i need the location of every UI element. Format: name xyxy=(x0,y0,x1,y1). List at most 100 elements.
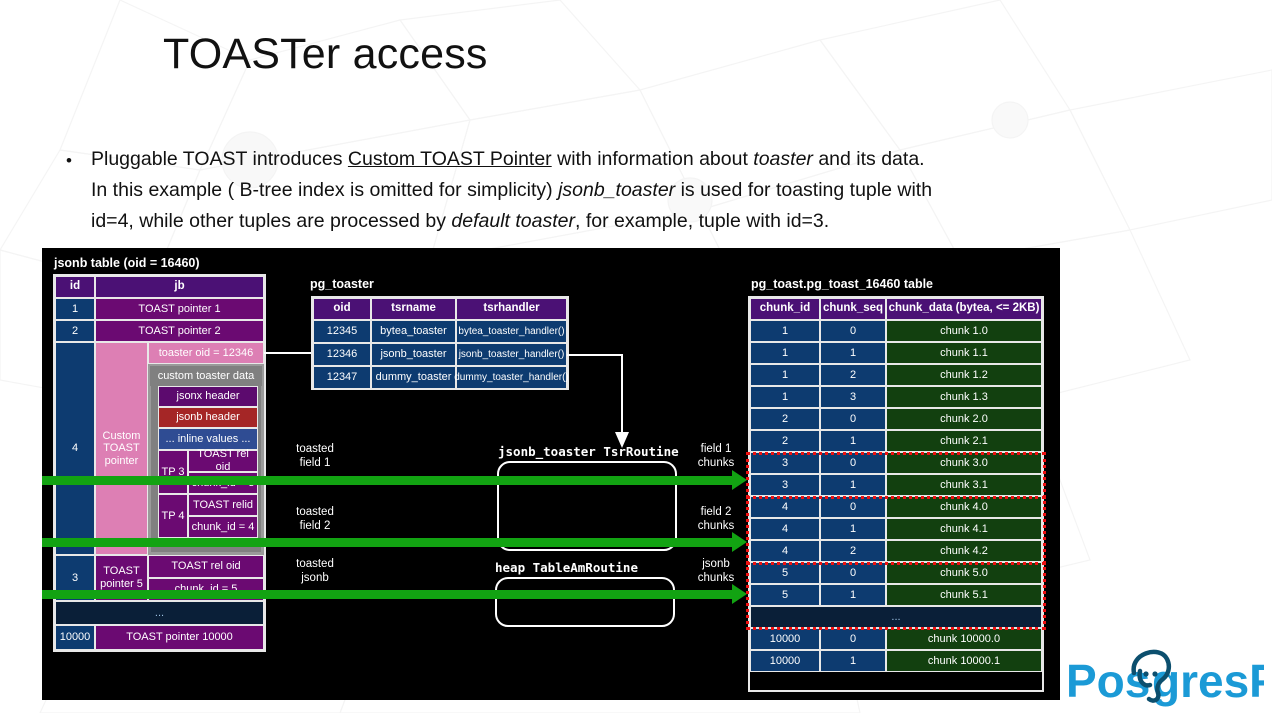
caption-jsonb-table: jsonb table (oid = 16460) xyxy=(54,256,200,270)
bullet-line1-part-b: with information about xyxy=(551,148,754,170)
pg-toast-r0-c1: 0 xyxy=(820,320,886,342)
jsonb-ellipsis-row: ... xyxy=(55,601,264,625)
caption-pg-toaster: pg_toaster xyxy=(310,277,374,291)
diagram-panel: jsonb table (oid = 16460) pg_toaster pg_… xyxy=(42,248,1060,700)
tp4-label: TP 4 xyxy=(158,494,188,538)
pg-toaster-r2-tsrname: dummy_toaster xyxy=(371,366,456,389)
pg-toast-r3-c1: 3 xyxy=(820,386,886,408)
pg-toast-r1-c0: 1 xyxy=(750,342,820,364)
bullet-line3-part-b: , for example, tuple with id=3. xyxy=(575,210,830,232)
bullet-marker: • xyxy=(66,151,72,170)
jsonb-row4-toaster-oid: toaster oid = 12346 xyxy=(148,342,264,364)
pg-toaster-r0-tsrname: bytea_toaster xyxy=(371,320,456,343)
postgrespro-logo: Pos gresPro xyxy=(1066,649,1264,707)
pg-toaster-r1-tsrhandler: jsonb_toaster_handler() xyxy=(456,343,567,366)
pg-toast-tail0-c2: chunk 10000.0 xyxy=(886,628,1042,650)
jsonb-row1-id: 1 xyxy=(55,298,95,320)
highlight-chunks-3-4-5 xyxy=(746,452,1046,630)
elephant-icon xyxy=(1131,649,1172,703)
green-arrow-jsonb-tip xyxy=(732,584,747,604)
pg-toast-r3-c2: chunk 1.3 xyxy=(886,386,1042,408)
pg-toast-r5-c2: chunk 2.1 xyxy=(886,430,1042,452)
tp3-label: TP 3 xyxy=(158,450,188,494)
pg-toast-r2-c2: chunk 1.2 xyxy=(886,364,1042,386)
bullet-paragraph: • Pluggable TOAST introduces Custom TOAS… xyxy=(60,144,1220,237)
pg-toast-r0-c2: chunk 1.0 xyxy=(886,320,1042,342)
pg-toast-tail0-c1: 0 xyxy=(820,628,886,650)
inline-values-cell: ... inline values ... xyxy=(158,428,258,450)
pg-toaster-r1-tsrname: jsonb_toaster xyxy=(371,343,456,366)
bullet-line1-part-a: Pluggable TOAST introduces xyxy=(91,148,348,170)
pg-toast-r4-c2: chunk 2.0 xyxy=(886,408,1042,430)
jsonb-row10000-id: 10000 xyxy=(55,625,95,650)
pg-toaster-r2-tsrhandler: dummy_toaster_handler() xyxy=(454,366,569,389)
logo-text-a: Pos xyxy=(1066,655,1150,707)
field2-chunks-label: field 2 chunks xyxy=(697,506,735,532)
elephant-eye-icon xyxy=(1143,671,1149,677)
pg-toast-r4-c0: 2 xyxy=(750,408,820,430)
caption-pg-toast: pg_toast.pg_toast_16460 table xyxy=(751,277,934,291)
pg-toast-tail1-c2: chunk 10000.1 xyxy=(886,650,1042,672)
pg-toaster-header-tsrhandler: tsrhandler xyxy=(456,298,567,320)
pg-toast-r5-c1: 1 xyxy=(820,430,886,452)
green-arrow-jsonb xyxy=(42,590,732,599)
field1-chunks-label: field 1 chunks xyxy=(697,443,735,469)
jsonb-chunks-label: jsonb chunks xyxy=(697,558,735,584)
pg-toast-tail1-c0: 10000 xyxy=(750,650,820,672)
bullet-line2-part-a: In this example ( B-tree index is omitte… xyxy=(91,179,559,201)
heap-tableamroutine-box[interactable] xyxy=(495,577,675,627)
bullet-line2-part-b: is used for toasting tuple with xyxy=(675,179,933,201)
jsonb-header-jb: jb xyxy=(95,276,264,298)
pg-toast-r1-c2: chunk 1.1 xyxy=(886,342,1042,364)
pg-toast-r2-c1: 2 xyxy=(820,364,886,386)
highlight-divider-3-4 xyxy=(746,496,1046,499)
jsonb-row10000-jb: TOAST pointer 10000 xyxy=(95,625,264,650)
pg-toaster-r0-tsrhandler: bytea_toaster_handler() xyxy=(456,320,567,343)
bullet-line1-italic: toaster xyxy=(753,148,813,170)
pg-toast-r0-c0: 1 xyxy=(750,320,820,342)
pg-toast-r5-c0: 2 xyxy=(750,430,820,452)
custom-toast-pointer-link[interactable]: Custom TOAST Pointer xyxy=(347,148,552,170)
jsonb-header-id: id xyxy=(55,276,95,298)
heap-tableamroutine-label: heap TableAmRoutine xyxy=(495,560,638,575)
toasted-field2-label: toasted field 2 xyxy=(296,506,334,532)
elephant-eye2-icon xyxy=(1152,671,1158,677)
pg-toaster-r2-oid: 12347 xyxy=(313,366,371,389)
tp4-rel-oid: TOAST relid xyxy=(188,494,258,516)
jsonb-row4-custom-toast-pointer-label: Custom TOAST pointer xyxy=(95,342,148,555)
pg-toast-header-chunk-seq: chunk_seq xyxy=(820,298,886,320)
custom-toaster-data-label: custom toaster data xyxy=(150,366,262,386)
pg-toaster-r0-oid: 12345 xyxy=(313,320,371,343)
bullet-line2-italic: jsonb_toaster xyxy=(558,179,676,201)
tp3-rel-oid: TOAST rel oid xyxy=(188,448,258,473)
green-arrow-field2-tip xyxy=(732,532,747,552)
jsonb-row2-jb: TOAST pointer 2 xyxy=(95,320,264,342)
pg-toast-r3-c0: 1 xyxy=(750,386,820,408)
jsonb-header-cell: jsonb header xyxy=(158,407,258,428)
pg-toast-header-chunk-data: chunk_data (bytea, <= 2KB) xyxy=(886,298,1042,320)
jsonb-row3-rel-oid: TOAST rel oid xyxy=(148,555,264,578)
page-title: TOASTer access xyxy=(163,30,488,78)
pg-toaster-header-tsrname: tsrname xyxy=(371,298,456,320)
green-arrow-field1-tip xyxy=(732,470,747,490)
pg-toaster-header-oid: oid xyxy=(313,298,371,320)
toasted-field1-label: toasted field 1 xyxy=(296,443,334,469)
pg-toaster-r1-oid: 12346 xyxy=(313,343,371,366)
pg-toast-tail0-c0: 10000 xyxy=(750,628,820,650)
green-arrow-field2 xyxy=(42,538,732,547)
jsonb-row1-jb: TOAST pointer 1 xyxy=(95,298,264,320)
green-arrow-field1 xyxy=(42,476,732,485)
highlight-divider-4-5 xyxy=(746,562,1046,565)
pg-toast-r4-c1: 0 xyxy=(820,408,886,430)
toasted-jsonb-label: toasted jsonb xyxy=(296,558,334,584)
bullet-line3-part-a: id=4, while other tuples are processed b… xyxy=(91,210,452,232)
bullet-line3-italic: default toaster xyxy=(451,210,576,232)
pg-toast-tail1-c1: 1 xyxy=(820,650,886,672)
pg-toast-r1-c1: 1 xyxy=(820,342,886,364)
jsonb-row2-id: 2 xyxy=(55,320,95,342)
bullet-line1-part-c: and its data. xyxy=(812,148,925,170)
jsonb-row4-id: 4 xyxy=(55,342,95,555)
pg-toast-r2-c0: 1 xyxy=(750,364,820,386)
jsonx-header-cell: jsonx header xyxy=(158,386,258,407)
handler-to-tsrroutine-arrow xyxy=(567,354,629,448)
